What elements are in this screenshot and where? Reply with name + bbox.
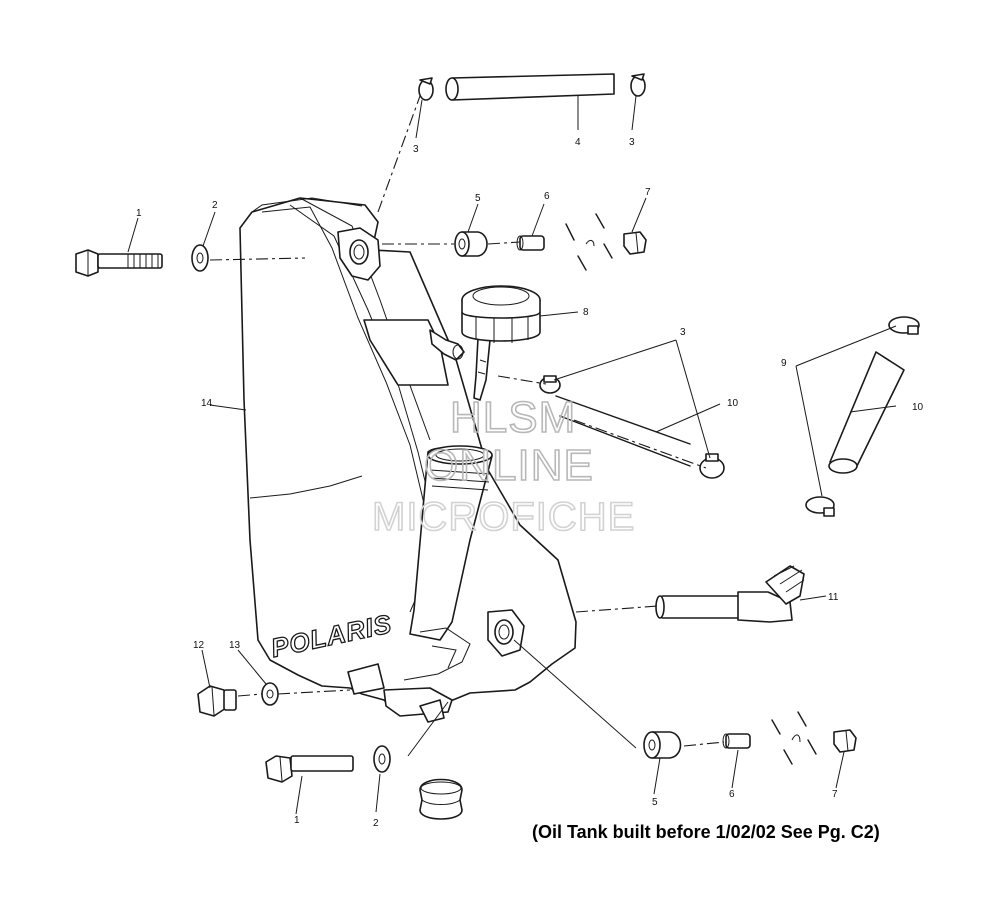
watermark: HLSM ONLINE MICROFICHE: [371, 392, 635, 540]
callout-3-top-right: 3: [629, 137, 635, 148]
flange-bolt: [197, 685, 237, 717]
hose-clamp-right-upper: [888, 316, 920, 335]
oil-cap-dipstick: [461, 285, 541, 401]
callout-1-bottom: 1: [294, 815, 300, 826]
callout-1-top: 1: [136, 208, 142, 219]
elbow-fitting: [655, 565, 805, 623]
grommet-top: [454, 231, 488, 257]
vent-hose-top: [445, 73, 615, 101]
callout-12: 12: [193, 640, 205, 651]
hose-clamp-top-left: [418, 77, 434, 101]
washer-13: [261, 682, 279, 706]
watermark-line-2: ONLINE: [424, 441, 594, 490]
nut-bottom: [833, 729, 857, 753]
oil-tank-body: POLARIS: [239, 197, 577, 723]
washer-top: [191, 244, 209, 272]
callout-3-middle: 3: [680, 327, 686, 338]
watermark-line-3: MICROFICHE: [372, 495, 635, 539]
callout-5-top: 5: [475, 193, 481, 204]
callout-2-top: 2: [212, 200, 218, 211]
washer-bottom: [373, 745, 391, 773]
callout-11: 11: [828, 592, 839, 603]
callout-2-bottom: 2: [373, 818, 379, 829]
callout-7-bottom: 7: [832, 789, 838, 800]
callout-4-top: 4: [575, 137, 581, 148]
callout-10-middle: 10: [727, 398, 739, 409]
callout-14: 14: [201, 398, 213, 409]
leader-lines: [127, 95, 897, 815]
callout-5-bottom: 5: [652, 797, 658, 808]
watermark-line-1: HLSM: [450, 393, 576, 442]
break-marks-top: [565, 213, 613, 271]
grommet-bottom: [643, 731, 682, 759]
callout-13: 13: [229, 640, 241, 651]
callout-numbers: 1 2 3 4 3 5 6 7 8 3 10 9 10 14 11 12 13 …: [136, 137, 924, 829]
hose-clamp-right-lower: [805, 496, 835, 517]
callout-10-right: 10: [912, 402, 924, 413]
rubber-isolator: [419, 778, 463, 820]
bolt-bottom: [265, 755, 354, 783]
sleeve-top: [516, 235, 545, 251]
hose-clamp-middle-lower: [699, 453, 725, 479]
oil-hose-middle: [555, 395, 691, 467]
callout-6-top: 6: [544, 191, 550, 202]
callout-7-top: 7: [645, 187, 651, 198]
oil-tank-footnote: (Oil Tank built before 1/02/02 See Pg. C…: [532, 822, 880, 842]
assembly-centerlines: [209, 95, 725, 747]
break-marks-bottom: [771, 711, 817, 765]
bolt-top: [75, 249, 163, 277]
callout-3-top-left: 3: [413, 144, 419, 155]
callout-8: 8: [583, 307, 589, 318]
sleeve-bottom: [722, 733, 751, 749]
hose-clamp-top-right: [630, 73, 646, 97]
callout-6-bottom: 6: [729, 789, 735, 800]
callout-9: 9: [781, 358, 787, 369]
nut-top: [623, 231, 647, 255]
oil-hose-right: [828, 351, 905, 474]
